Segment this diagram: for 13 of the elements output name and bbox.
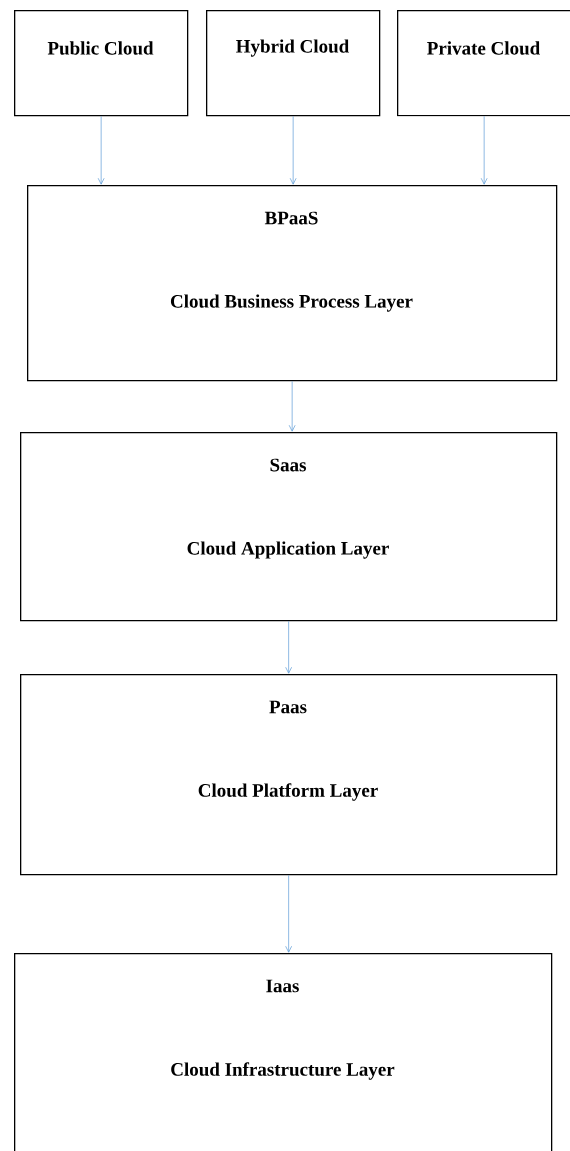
arrow (285, 620, 292, 674)
layer-box: BPaaS Cloud Business Process Layer (27, 185, 558, 382)
arrow (480, 115, 488, 185)
arrow (285, 874, 292, 953)
arrow (288, 380, 296, 432)
arrow (289, 115, 297, 185)
layer-box: Saas Cloud Application Layer (20, 432, 558, 622)
layer-box: Paas Cloud Platform Layer (20, 674, 558, 876)
arrow (97, 115, 105, 185)
layer-box: Iaas Cloud Infrastructure Layer (14, 953, 553, 1151)
cloud-box: Public Cloud (14, 10, 189, 117)
cloud-box: Private Cloud (397, 10, 570, 117)
cloud-box: Hybrid Cloud (206, 10, 381, 117)
